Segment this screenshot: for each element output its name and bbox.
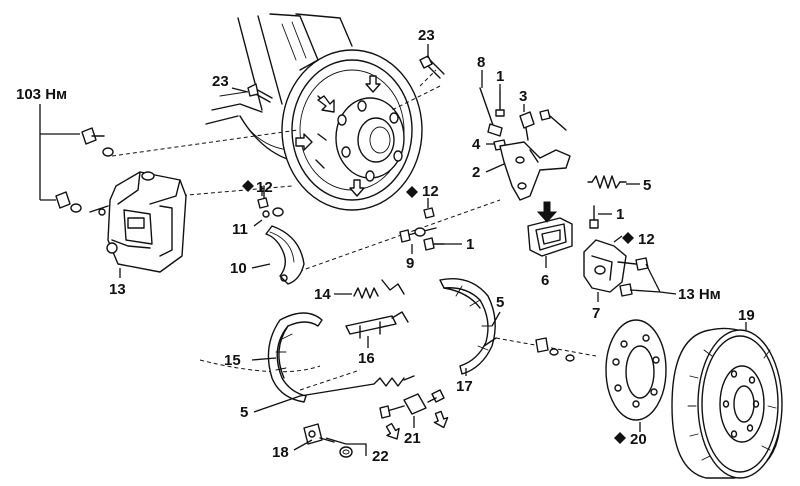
adjuster-arrow-icons: [385, 410, 449, 440]
callout-7: 7: [592, 305, 600, 322]
callout-12-center: 12: [422, 183, 439, 200]
spring-lower: [373, 375, 415, 387]
hub-bolt-arrow-icons: [295, 75, 381, 197]
bolt-top-right: [539, 109, 567, 131]
washer-11: [262, 207, 284, 218]
callout-2: 2: [472, 164, 480, 181]
callout-5-top: 5: [643, 177, 651, 194]
callout-1-right: 1: [616, 206, 624, 223]
disc-holes: [722, 370, 760, 438]
callout-19: 19: [738, 307, 755, 324]
callout-10: 10: [230, 260, 247, 277]
callout-23-left: 23: [212, 73, 229, 90]
callout-1-center: 1: [466, 236, 474, 253]
brake-disc-19: [671, 327, 783, 479]
callout-6: 6: [541, 272, 549, 289]
bellcrank-7: [583, 239, 627, 293]
spring-14: [353, 279, 405, 299]
hardware-right: [483, 337, 575, 362]
callout-23-top: 23: [418, 27, 435, 44]
pin-1-right: [589, 205, 599, 229]
suspension-strut: [205, 13, 353, 161]
strut-16: [345, 311, 409, 339]
adjuster-9: [399, 227, 437, 243]
wheel-studs: [337, 100, 403, 182]
leader-lines: [39, 44, 747, 456]
callout-21: 21: [404, 430, 421, 447]
callout-14: 14: [314, 286, 331, 303]
pin-18: [303, 423, 335, 445]
backing-plate-hub: [281, 49, 423, 211]
brake-caliper: [106, 171, 187, 273]
callout-11: 11: [232, 221, 248, 238]
shoe-17: [439, 278, 496, 375]
callout-3: 3: [519, 88, 527, 105]
callout-17: 17: [456, 378, 473, 395]
bolt-1-top: [495, 91, 505, 117]
cap-22: [339, 446, 353, 458]
caliper-bolts: [55, 127, 114, 216]
callout-4: 4: [472, 136, 481, 153]
adjuster-21: [379, 389, 445, 419]
callout-5-lower: 5: [240, 404, 248, 421]
bolt-1-center: [423, 237, 445, 251]
callout-16: 16: [358, 350, 375, 367]
cable-8: [479, 87, 503, 137]
shoe-15: [267, 312, 323, 403]
callout-20: 20: [630, 431, 647, 448]
boot-6: [527, 201, 573, 257]
callout-12-left: 12: [256, 179, 273, 196]
bracket-2: [499, 141, 571, 201]
nut-3: [519, 111, 535, 141]
nut-12-left: [257, 185, 269, 209]
dust-shield-20: [605, 319, 667, 421]
lever-10: [265, 225, 305, 285]
callout-5-mid: 5: [496, 294, 504, 311]
callout-9: 9: [406, 255, 414, 272]
callout-1-top: 1: [496, 68, 504, 85]
bolt-23-left: [247, 83, 273, 103]
torque-diamond-icons: [242, 180, 634, 444]
callout-18: 18: [272, 444, 289, 461]
torque-label-bracket: 13 Нм: [678, 286, 721, 303]
nut-12-center: [423, 207, 435, 219]
part-callouts: 103 Нм 23 23 8 1 3 4 2 5 1 12 6 7 13 Нм …: [16, 27, 755, 465]
callout-12-right: 12: [638, 231, 655, 248]
torque-label-caliper: 103 Нм: [16, 86, 67, 103]
spring-5-top: [587, 175, 627, 189]
callout-15: 15: [224, 352, 241, 369]
bolt-23-top: [419, 55, 445, 79]
callout-13: 13: [109, 281, 126, 298]
callout-8: 8: [477, 54, 485, 71]
callout-22: 22: [372, 448, 389, 465]
